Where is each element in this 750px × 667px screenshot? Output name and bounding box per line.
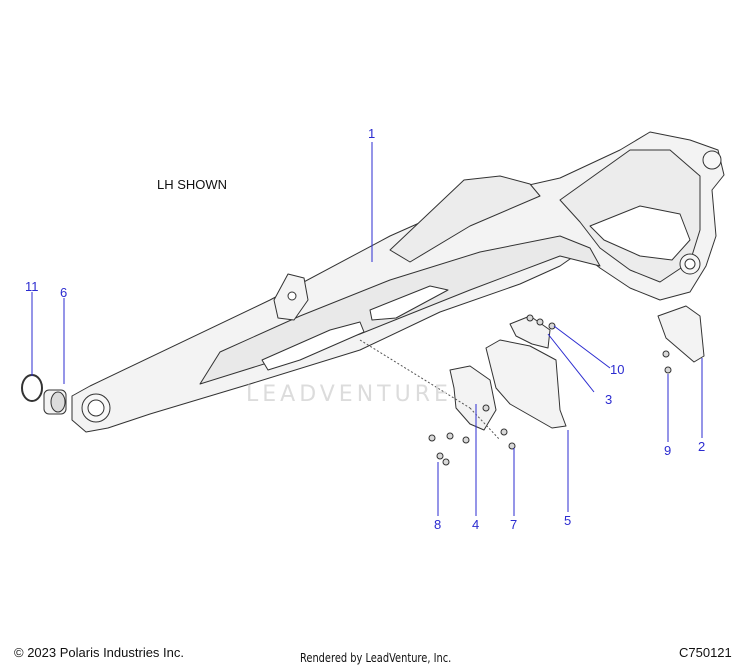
screw-part (500, 428, 508, 436)
pivot-bore-inner (87, 399, 105, 417)
screw-part (482, 404, 490, 412)
trailing-arm-slot (261, 321, 365, 371)
rendered-by-text: Rendered by LeadVenture, Inc. (300, 651, 452, 665)
callout-10[interactable]: 10 (610, 362, 625, 377)
bolt-part (442, 458, 450, 466)
callout-2[interactable]: 2 (698, 439, 706, 454)
callout-1[interactable]: 1 (368, 126, 376, 141)
leader-3 (547, 333, 595, 393)
side-bracket-part (657, 305, 705, 363)
bolt-part (662, 350, 670, 358)
bushing-face (50, 391, 66, 413)
screw-part (508, 442, 516, 450)
callout-4[interactable]: 4 (472, 517, 480, 532)
trailing-arm-slot-2 (369, 285, 449, 321)
shield-plate-part (485, 339, 567, 429)
view-note: LH SHOWN (157, 177, 228, 192)
callout-5[interactable]: 5 (564, 513, 572, 528)
nut-part (526, 314, 534, 322)
watermark-text: LEADVENTURE (246, 382, 452, 407)
bolt-part (462, 436, 470, 444)
retaining-ring-part (21, 374, 43, 402)
trailing-arm-rear-opening (589, 205, 691, 261)
trailing-arm-upper-bracket (389, 175, 541, 263)
rear-bushing-eye-inner (684, 258, 696, 270)
lower-bracket-part (449, 365, 497, 431)
tab-hole (287, 291, 297, 301)
leader-10 (553, 325, 611, 369)
callout-7[interactable]: 7 (510, 517, 518, 532)
bolt-part (436, 452, 444, 460)
bolt-part (446, 432, 454, 440)
copyright-text: © 2023 Polaris Industries Inc. (14, 645, 184, 660)
upper-eye (702, 150, 722, 170)
callout-11[interactable]: 11 (25, 279, 39, 294)
bolt-part (428, 434, 436, 442)
callout-3[interactable]: 3 (605, 392, 613, 407)
callout-8[interactable]: 8 (434, 517, 442, 532)
nut-part (548, 322, 556, 330)
callout-6[interactable]: 6 (60, 285, 68, 300)
callout-9[interactable]: 9 (664, 443, 672, 458)
nut-part (536, 318, 544, 326)
bolt-part (664, 366, 672, 374)
diagram-code: C750121 (679, 645, 732, 660)
